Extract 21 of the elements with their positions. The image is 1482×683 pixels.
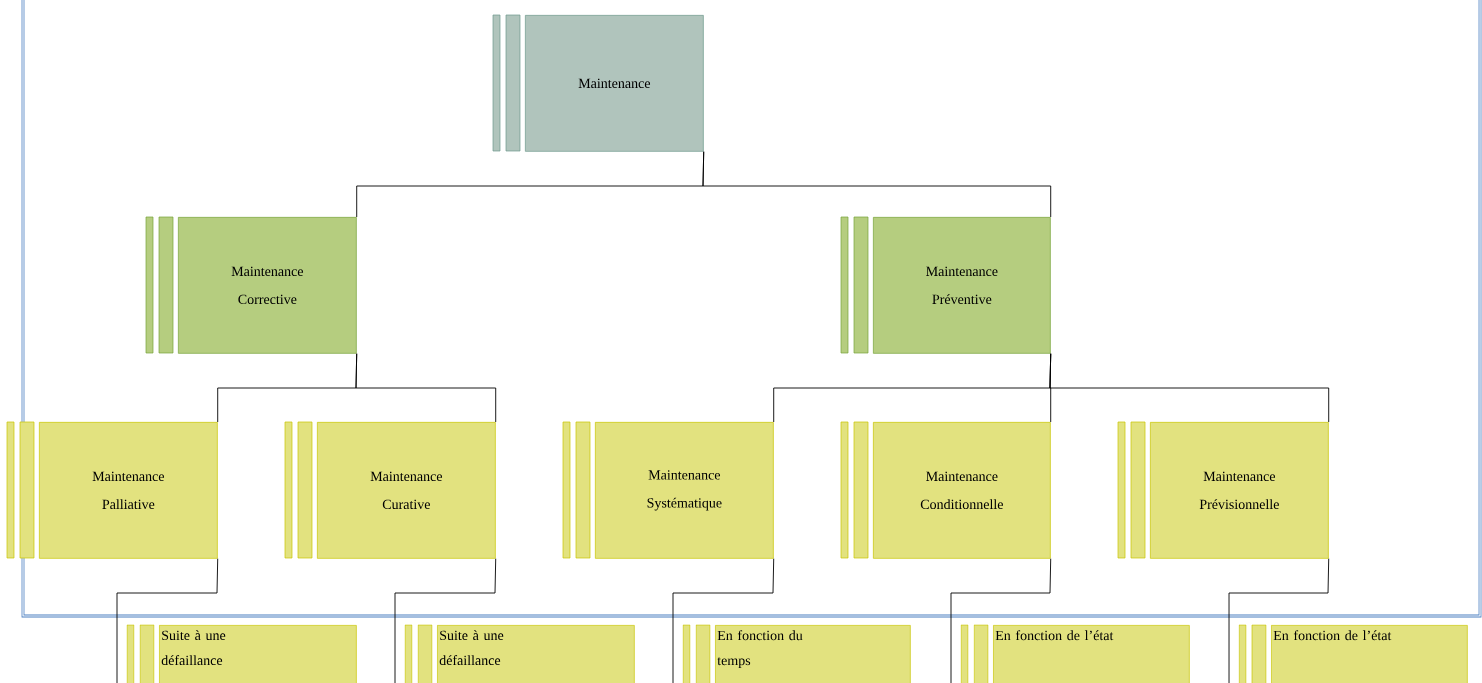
hierarchy-box: Maintenance xyxy=(492,14,704,152)
hierarchy-box: Maintenance Corrective xyxy=(145,216,357,354)
connector-line xyxy=(116,558,219,683)
hierarchy-box: En fonction du temps xyxy=(682,624,911,683)
connector-line xyxy=(672,558,775,683)
hierarchy-box: Suite à une défaillance xyxy=(126,624,357,683)
hierarchy-box: Maintenance Curative xyxy=(284,421,496,559)
connector-line xyxy=(1049,353,1330,423)
connector-line xyxy=(355,353,497,423)
hierarchy-box: En fonction de l’état xyxy=(960,624,1190,683)
hierarchy-box: Suite à une défaillance xyxy=(404,624,635,683)
hierarchy-box: Maintenance Préventive xyxy=(840,216,1051,354)
hierarchy-box: Maintenance Prévisionnelle xyxy=(1117,421,1329,559)
connector-line xyxy=(950,558,1052,683)
connector-line xyxy=(702,151,1052,218)
hierarchy-box: Maintenance Palliative xyxy=(6,421,218,559)
hierarchy-box: En fonction de l’état xyxy=(1238,624,1468,683)
connector-line xyxy=(394,558,497,683)
hierarchy-box: Maintenance Systématique xyxy=(562,421,774,559)
hierarchy-box: Maintenance Conditionnelle xyxy=(840,421,1051,559)
connector-line xyxy=(1228,558,1330,683)
